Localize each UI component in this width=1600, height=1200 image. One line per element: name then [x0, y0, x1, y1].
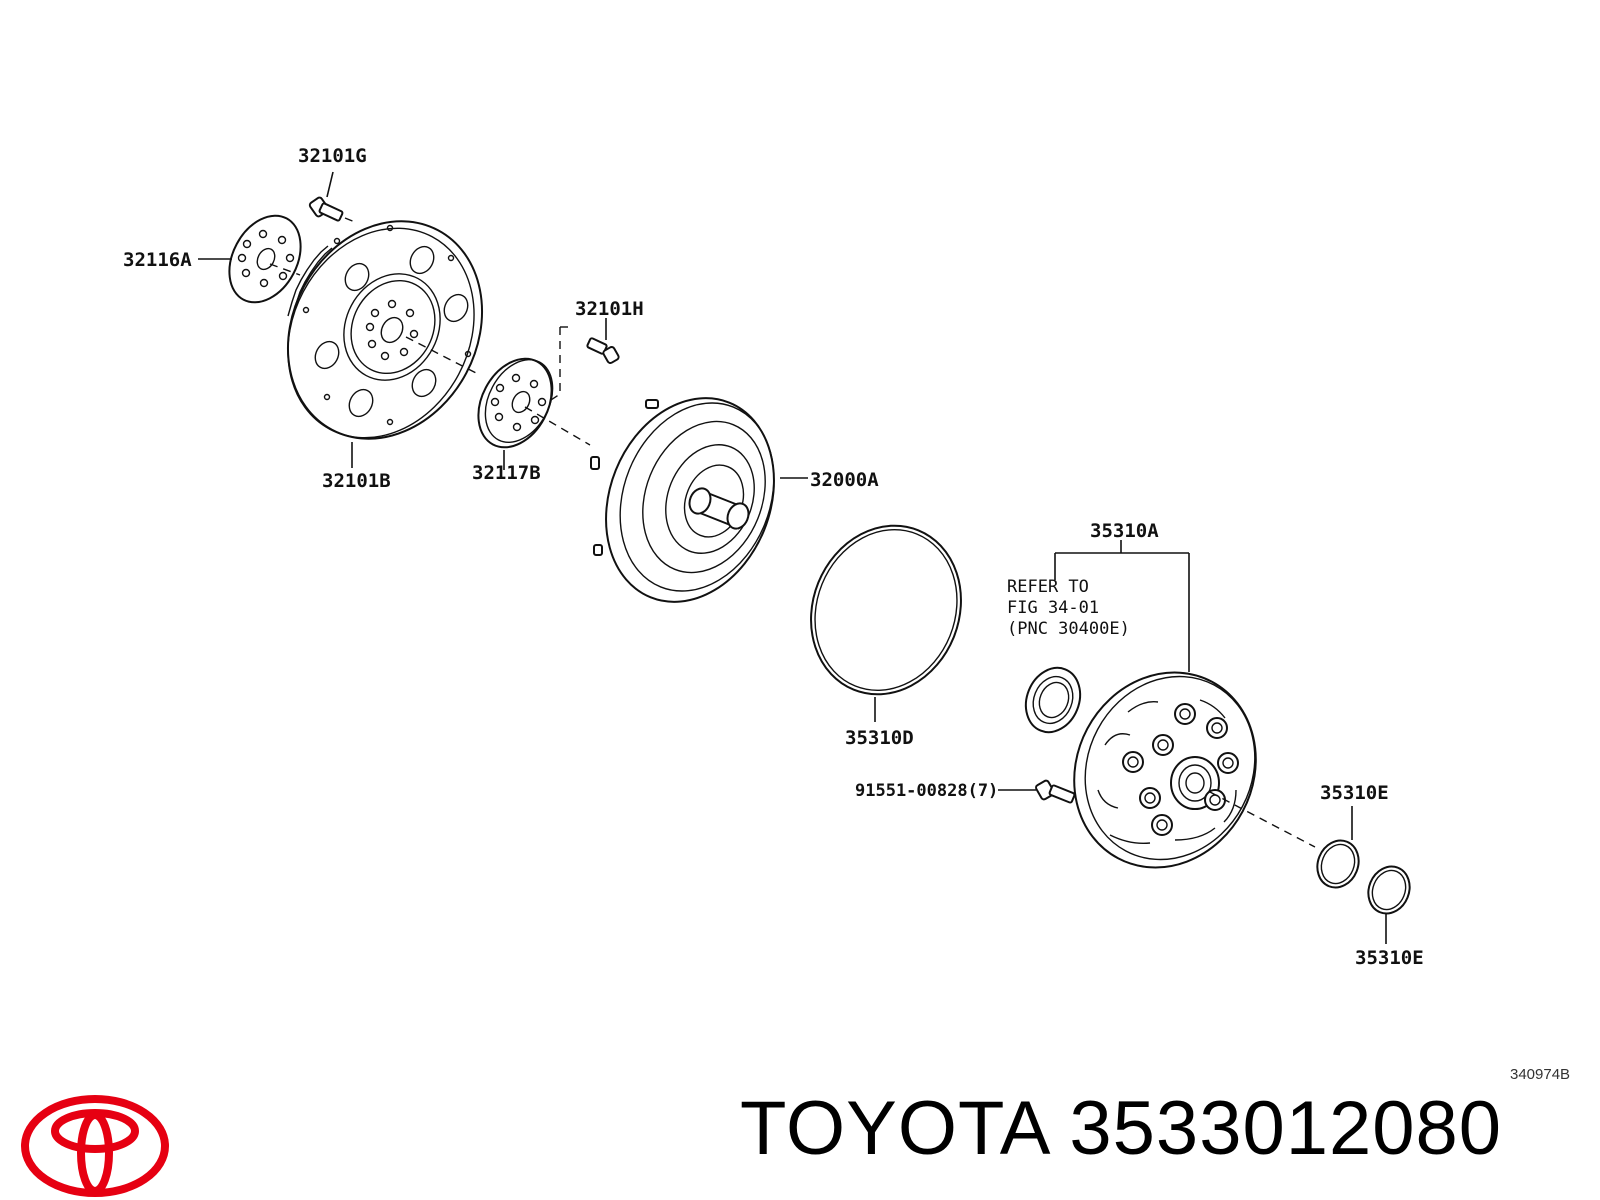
spacer-plate-32116a	[228, 214, 302, 304]
callout-35310a: 35310A	[1090, 520, 1159, 542]
callout-35310e-top: 35310E	[1320, 782, 1389, 804]
reference-code: 340974B	[1510, 1066, 1571, 1083]
callout-32101b: 32101B	[322, 470, 391, 492]
callout-32101h: 32101H	[575, 298, 644, 320]
callout-35310e-bottom: 35310E	[1355, 947, 1424, 969]
drive-plate-32101b	[286, 220, 484, 440]
toyota-logo-icon	[21, 1095, 169, 1197]
callout-32000a: 32000A	[810, 469, 879, 491]
refer-note-line1: REFER TO	[1007, 577, 1089, 597]
brand-and-part-number: TOYOTA 3533012080	[740, 1085, 1502, 1172]
callout-32116a: 32116A	[123, 249, 192, 271]
callout-35310d: 35310D	[845, 727, 914, 749]
callout-32101g: 32101G	[298, 145, 367, 167]
o-ring-35310d	[810, 524, 962, 696]
seal-ring-35310e-bottom	[1367, 865, 1411, 915]
oil-seal	[1024, 666, 1082, 734]
refer-note-line3: (PNC 30400E)	[1007, 619, 1130, 639]
spacer-plate-32117b	[477, 357, 554, 449]
torque-converter-32000a	[590, 397, 775, 603]
bolt-91551	[1035, 779, 1076, 804]
bolt-32101g	[308, 196, 356, 223]
callout-32117b: 32117B	[472, 462, 541, 484]
callout-91551: 91551-00828(7)	[855, 781, 998, 801]
oil-pump-35310a	[1073, 671, 1257, 869]
bolt-32101h	[586, 337, 620, 364]
refer-note-line2: FIG 34-01	[1007, 598, 1099, 618]
part-number: 3533012080	[1069, 1086, 1503, 1171]
seal-ring-35310e-top	[1316, 839, 1360, 889]
brand-name: TOYOTA	[740, 1086, 1048, 1171]
toyota-logo-rings	[21, 1095, 169, 1197]
